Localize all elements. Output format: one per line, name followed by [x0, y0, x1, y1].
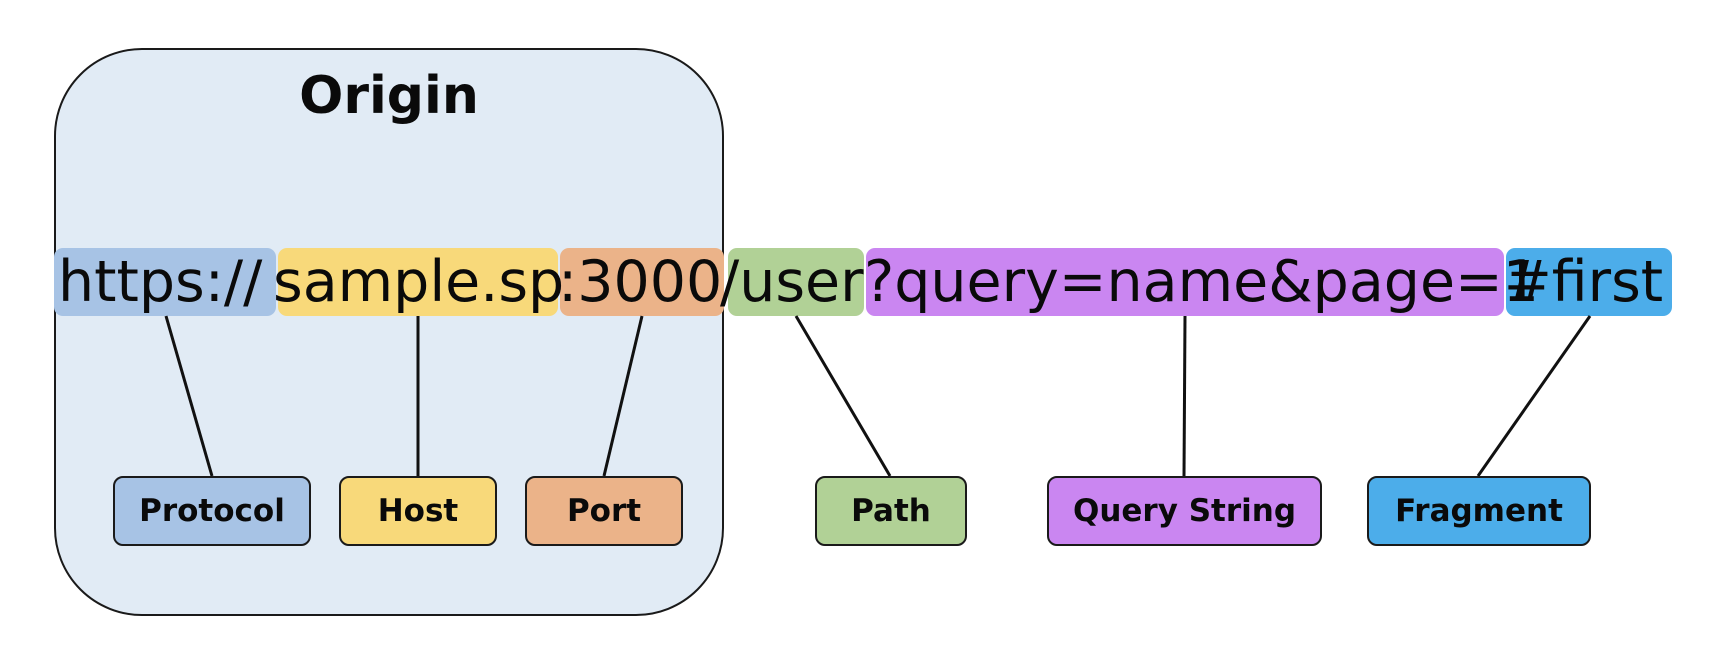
origin-title: Origin [299, 66, 479, 126]
fragment-label: Fragment [1395, 493, 1563, 529]
query-label-box: Query String [1047, 476, 1322, 546]
host-text: sample.sp [273, 249, 565, 315]
port-highlight [560, 248, 724, 316]
path-text: /user [720, 249, 864, 315]
port-connector [602, 315, 644, 477]
protocol-highlight [54, 248, 276, 316]
path-label: Path [851, 493, 931, 529]
fragment-connector [1476, 315, 1592, 477]
protocol-label-box: Protocol [113, 476, 311, 546]
path-label-box: Path [815, 476, 967, 546]
fragment-label-box: Fragment [1367, 476, 1591, 546]
host-highlight [278, 248, 558, 316]
query-connector [1182, 315, 1187, 477]
protocol-label: Protocol [139, 493, 285, 529]
fragment-text: #first [1504, 249, 1664, 315]
host-label: Host [377, 493, 459, 529]
query-label: Query String [1072, 493, 1297, 529]
query-highlight [866, 248, 1504, 316]
port-label-box: Port [525, 476, 683, 546]
host-label-box: Host [339, 476, 497, 546]
path-connector [794, 315, 892, 477]
port-text: :3000 [558, 249, 723, 315]
protocol-connector [164, 315, 214, 477]
path-highlight [728, 248, 864, 316]
fragment-highlight [1506, 248, 1672, 316]
protocol-text: https:// [58, 249, 263, 315]
port-label: Port [566, 493, 642, 529]
query-text: ?query=name&page=1 [864, 249, 1540, 315]
